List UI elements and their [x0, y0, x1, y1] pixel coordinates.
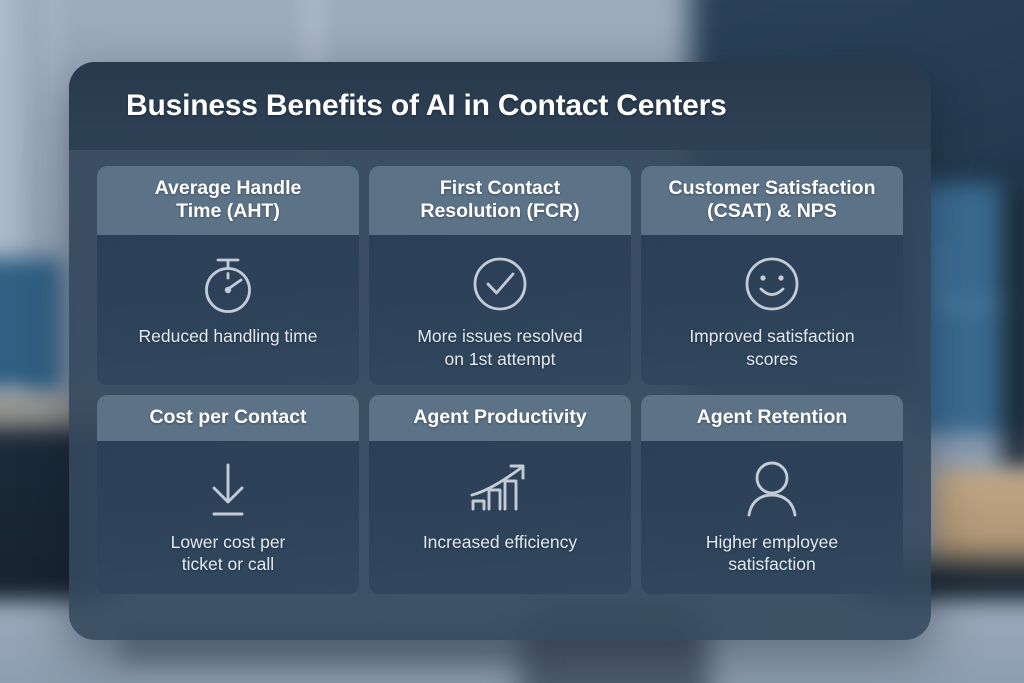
benefit-card-agent-productivity[interactable]: Agent Productivity Increased efficie — [369, 394, 631, 594]
benefit-card-average-handle-time[interactable]: Average Handle Time (AHT) — [97, 166, 359, 385]
panel-header: Business Benefits of AI in Contact Cente… — [69, 62, 931, 150]
bar-chart-growth-icon — [467, 457, 533, 523]
page-title: Business Benefits of AI in Contact Cente… — [126, 89, 727, 122]
benefit-card-header: Agent Retention — [641, 394, 903, 441]
arrow-down-to-line-icon — [199, 457, 257, 523]
stopwatch-icon — [196, 251, 260, 317]
wall-seam-left — [44, 0, 62, 280]
benefit-card-body: Increased efficiency — [369, 440, 631, 594]
infographic-panel: Business Benefits of AI in Contact Cente… — [69, 62, 931, 640]
right-monitor-chart — [940, 240, 1024, 307]
card-title-line-1: First Contact — [439, 177, 561, 199]
caption-line-1: Improved satisfaction — [689, 326, 855, 346]
benefit-card-caption: More issues resolved on 1st attempt — [417, 325, 582, 371]
left-monitor — [0, 258, 62, 394]
card-title-line-1: Average Handle — [154, 177, 302, 199]
caption-line-1: Lower cost per — [170, 531, 286, 552]
benefit-card-body: Lower cost per ticket or call — [97, 440, 359, 594]
caption-line-2: ticket or call — [181, 554, 275, 575]
caption-line-2: on 1st attempt — [444, 348, 556, 369]
benefit-card-caption: Increased efficiency — [423, 531, 577, 554]
benefit-card-caption: Improved satisfaction scores — [689, 325, 854, 371]
card-title-line-1: Cost per Contact — [149, 405, 307, 428]
benefit-card-header: Agent Productivity — [369, 394, 631, 441]
person-icon — [740, 457, 804, 523]
benefit-card-customer-satisfaction[interactable]: Customer Satisfaction (CSAT) & NPS Impro… — [641, 166, 903, 385]
caption-line-1: Increased efficiency — [422, 531, 578, 552]
card-title-line-2: Time (AHT) — [176, 200, 280, 222]
caption-line-1: Higher employee — [705, 531, 839, 552]
check-circle-icon — [468, 251, 532, 317]
benefit-card-agent-retention[interactable]: Agent Retention Higher employee satisfac… — [641, 394, 903, 594]
benefit-card-caption: Reduced handling time — [138, 325, 317, 348]
benefit-card-header: Customer Satisfaction (CSAT) & NPS — [641, 166, 903, 235]
benefit-card-header: Average Handle Time (AHT) — [97, 166, 359, 235]
caption-line-1: Reduced handling time — [138, 326, 318, 346]
benefit-card-cost-per-contact[interactable]: Cost per Contact Lower cost per ticket o… — [97, 394, 359, 594]
benefit-card-header: First Contact Resolution (FCR) — [369, 166, 631, 235]
benefit-card-body: More issues resolved on 1st attempt — [369, 235, 631, 385]
card-title-line-1: Customer Satisfaction — [668, 177, 876, 199]
benefit-card-first-contact-resolution[interactable]: First Contact Resolution (FCR) More issu… — [369, 166, 631, 385]
benefit-card-caption: Lower cost per ticket or call — [171, 531, 286, 577]
benefit-card-body: Improved satisfaction scores — [641, 235, 903, 385]
caption-line-1: More issues resolved — [417, 326, 583, 346]
benefit-card-header: Cost per Contact — [97, 394, 359, 441]
benefit-card-body: Higher employee satisfaction — [641, 440, 903, 594]
benefits-grid: Average Handle Time (AHT) — [97, 166, 903, 594]
card-title-line-2: Resolution (FCR) — [420, 200, 580, 222]
right-monitor-bezel — [1004, 176, 1024, 476]
smiley-face-icon — [740, 251, 804, 317]
card-title-line-2: (CSAT) & NPS — [707, 200, 837, 222]
caption-line-2: satisfaction — [728, 554, 816, 575]
card-title-line-1: Agent Retention — [696, 405, 848, 428]
card-title-line-1: Agent Productivity — [413, 405, 587, 428]
caption-line-2: scores — [746, 348, 798, 369]
benefit-card-caption: Higher employee satisfaction — [706, 531, 838, 577]
benefit-card-body: Reduced handling time — [97, 235, 359, 385]
